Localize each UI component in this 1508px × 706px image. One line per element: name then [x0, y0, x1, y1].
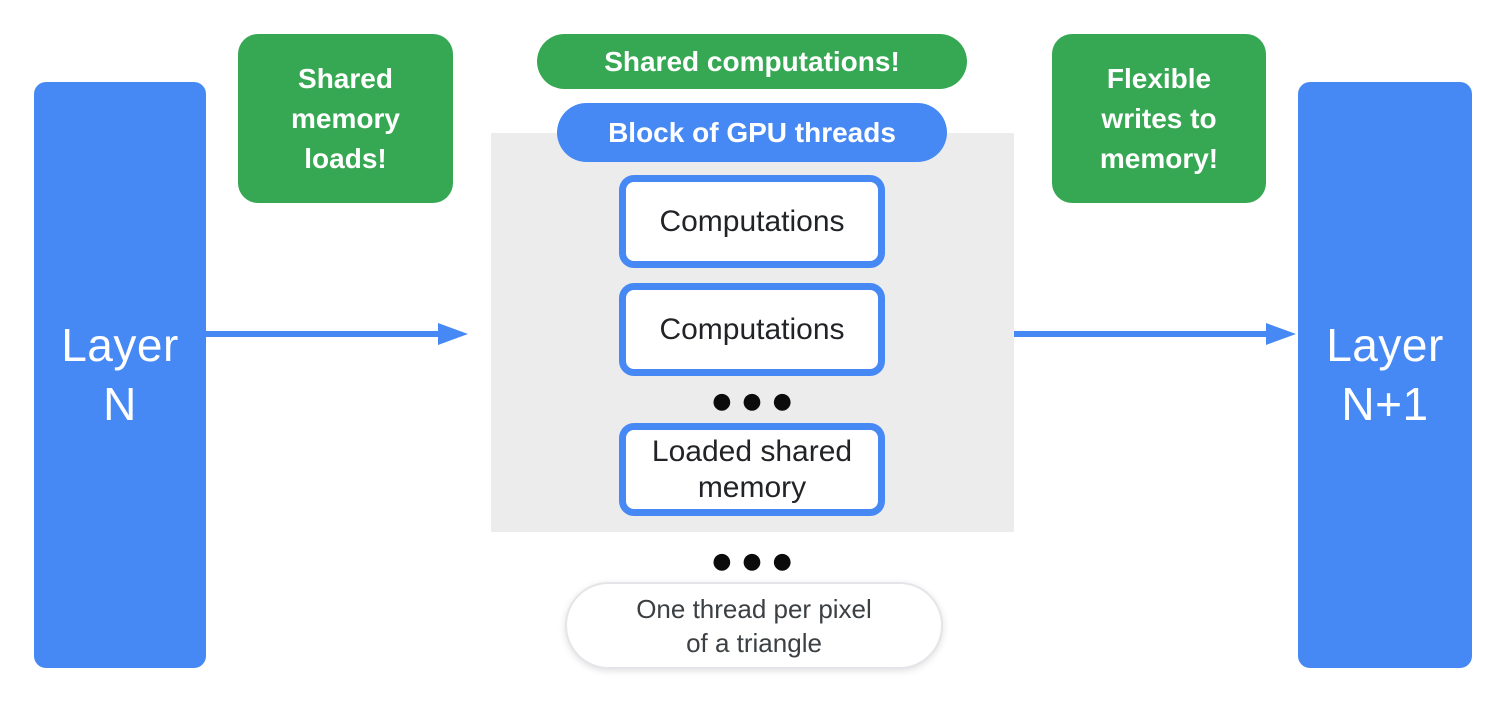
note-shared-computations: Shared computations! [537, 34, 967, 89]
note-flexible-writes: Flexible writes to memory! [1052, 34, 1266, 203]
ellipsis-dots-inner: ●●● [712, 389, 803, 414]
arrow-line-block-to-layer-n1 [1014, 331, 1268, 337]
footnote-one-thread-per-pixel: One thread per pixel of a triangle [565, 582, 943, 669]
loaded-shared-memory-box: Loaded shared memory [619, 423, 885, 516]
arrow-head-layer-n-to-block [438, 323, 468, 345]
note-shared-memory-loads: Shared memory loads! [238, 34, 453, 203]
computations-box-2: Computations [619, 283, 885, 376]
block-of-gpu-threads-label: Block of GPU threads [557, 103, 947, 162]
arrow-head-block-to-layer-n1 [1266, 323, 1296, 345]
layer-n-plus-1-box: Layer N+1 [1298, 82, 1472, 668]
layer-n-box: Layer N [34, 82, 206, 668]
computations-box-1: Computations [619, 175, 885, 268]
ellipsis-dots-outer: ●●● [712, 549, 803, 574]
arrow-line-layer-n-to-block [206, 331, 440, 337]
